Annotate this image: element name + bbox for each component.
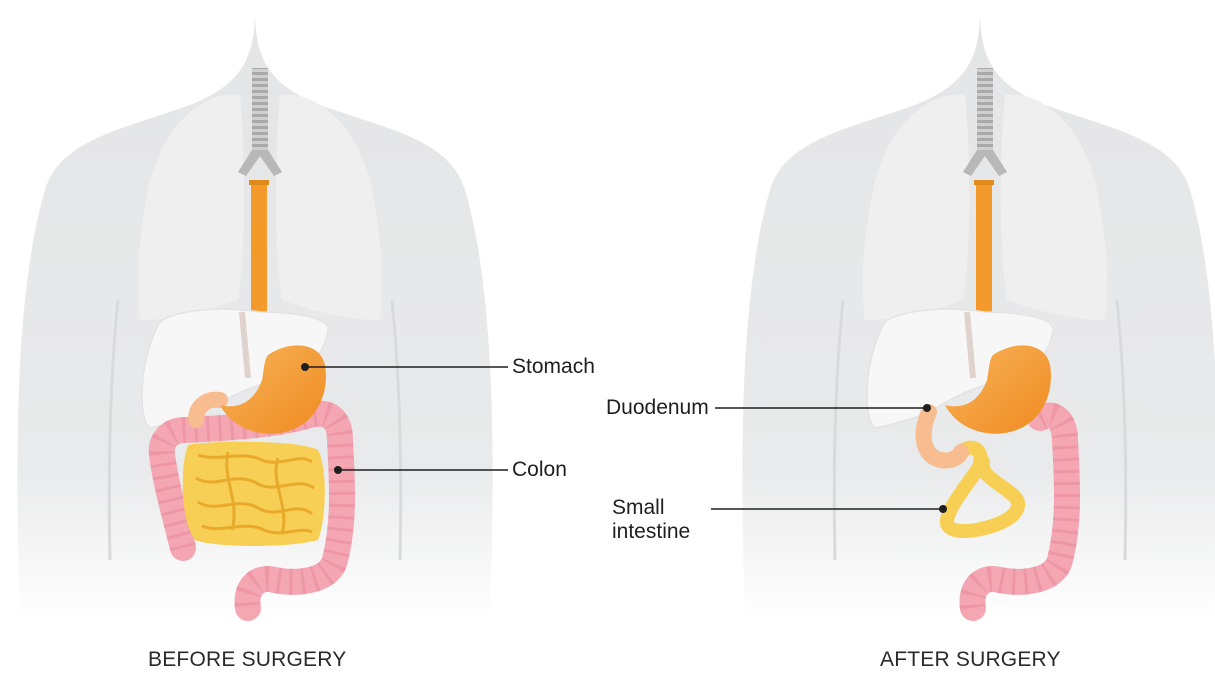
stomach-label: Stomach [512, 355, 595, 379]
small-intestine-label-line2: intestine [612, 520, 690, 544]
duodenum-label: Duodenum [606, 396, 709, 420]
after-panel [711, 10, 1215, 620]
small-intestine-before [183, 442, 325, 546]
small-intestine-label-line1: Small [612, 496, 665, 520]
after-surgery-caption: AFTER SURGERY [880, 648, 1061, 672]
colon-label: Colon [512, 458, 567, 482]
before-surgery-caption: BEFORE SURGERY [148, 648, 346, 672]
before-panel [17, 10, 508, 620]
